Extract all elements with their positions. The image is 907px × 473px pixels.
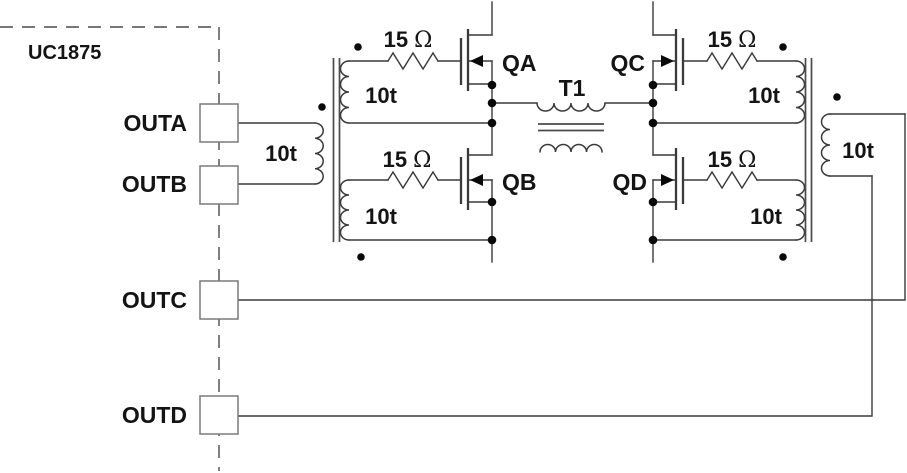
resistor-unit: Ω xyxy=(738,28,756,53)
winding-secondary-left-bottom xyxy=(339,179,350,241)
body-arrow-icon xyxy=(470,174,483,186)
wire-outc xyxy=(237,113,906,301)
resistor-qa xyxy=(387,51,439,71)
body-arrow-icon xyxy=(661,174,674,186)
labels: UC1875 OUTA OUTB OUTC OUTD QA QB QC QD T… xyxy=(28,27,875,428)
t1-secondary-winding xyxy=(539,143,603,153)
pin-box-outb xyxy=(199,165,239,205)
junction-dots xyxy=(487,80,658,245)
resistor-qb xyxy=(387,170,439,190)
turns-label-secondary-left-top: 10t xyxy=(365,83,397,108)
gate-transformer-right xyxy=(779,43,906,261)
body-arrow-icon xyxy=(661,55,674,67)
junction-dot xyxy=(487,98,497,108)
mosfet-qa xyxy=(459,29,493,91)
pin-box-outa xyxy=(199,103,239,143)
bridge-buses xyxy=(491,1,654,263)
t1-label: T1 xyxy=(559,75,586,101)
junction-dot xyxy=(487,197,497,207)
resistor-qd xyxy=(706,170,758,190)
resistor-unit: Ω xyxy=(414,28,432,53)
polarity-dot xyxy=(354,43,362,51)
pin-box-outd xyxy=(199,395,239,435)
controller-boundary xyxy=(0,26,220,471)
gate-transformer-left xyxy=(314,43,365,261)
turns-label-secondary-right-top: 10t xyxy=(748,83,780,108)
winding-secondary-left-top xyxy=(339,60,350,124)
resistor-unit: Ω xyxy=(738,148,756,173)
resistor-value: 15 xyxy=(708,27,732,52)
resistor-value: 15 xyxy=(383,147,407,172)
pin-wires xyxy=(237,113,906,417)
junction-dot xyxy=(648,98,658,108)
mosfet-label-qb: QB xyxy=(502,169,537,195)
junction-dot xyxy=(648,197,658,207)
winding-secondary-right-top xyxy=(795,60,806,124)
resistor-value: 15 xyxy=(384,27,408,52)
turns-label-primary-left: 10t xyxy=(265,141,297,166)
controller-label: UC1875 xyxy=(28,42,101,64)
turns-label-secondary-left-bottom: 10t xyxy=(365,204,397,229)
junction-dot xyxy=(487,80,497,90)
polarity-dot xyxy=(833,93,841,101)
winding-primary-left xyxy=(314,122,324,185)
mosfet-label-qc: QC xyxy=(611,50,646,76)
t1-primary-winding xyxy=(536,102,606,112)
pin-box-outc xyxy=(199,280,239,320)
mosfet-qd xyxy=(652,148,685,210)
mosfet-label-qa: QA xyxy=(502,50,537,76)
pin-label-outd: OUTD xyxy=(122,402,187,428)
mosfet-qb xyxy=(459,148,493,210)
resistor-unit: Ω xyxy=(413,148,431,173)
junction-dot xyxy=(648,80,658,90)
pin-boxes xyxy=(199,103,239,435)
turns-label-primary-right: 10t xyxy=(842,138,874,163)
body-arrow-icon xyxy=(470,55,483,67)
pin-label-outb: OUTB xyxy=(122,171,187,197)
winding-primary-right xyxy=(820,113,831,177)
polarity-dot xyxy=(357,253,365,261)
mosfet-qc xyxy=(652,29,685,91)
junction-dot xyxy=(487,235,497,245)
junction-dot xyxy=(487,118,497,128)
pin-label-outc: OUTC xyxy=(122,287,187,313)
pin-label-outa: OUTA xyxy=(124,110,187,136)
junction-dot xyxy=(648,118,658,128)
mosfet-label-qd: QD xyxy=(613,169,648,195)
polarity-dot xyxy=(318,103,326,111)
gate-circuit-qa xyxy=(348,51,493,124)
gate-circuit-qc xyxy=(652,51,797,124)
polarity-dot xyxy=(779,43,787,51)
gate-circuit-qd xyxy=(652,170,797,241)
resistor-value: 15 xyxy=(708,147,732,172)
wire-outd xyxy=(237,175,873,417)
resistor-qc xyxy=(706,51,758,71)
junction-dot xyxy=(648,235,658,245)
polarity-dot xyxy=(779,253,787,261)
main-transformer-t1 xyxy=(491,102,654,153)
turns-label-secondary-right-bottom: 10t xyxy=(750,204,782,229)
gate-circuit-qb xyxy=(348,170,493,241)
winding-secondary-right-bottom xyxy=(795,179,806,241)
